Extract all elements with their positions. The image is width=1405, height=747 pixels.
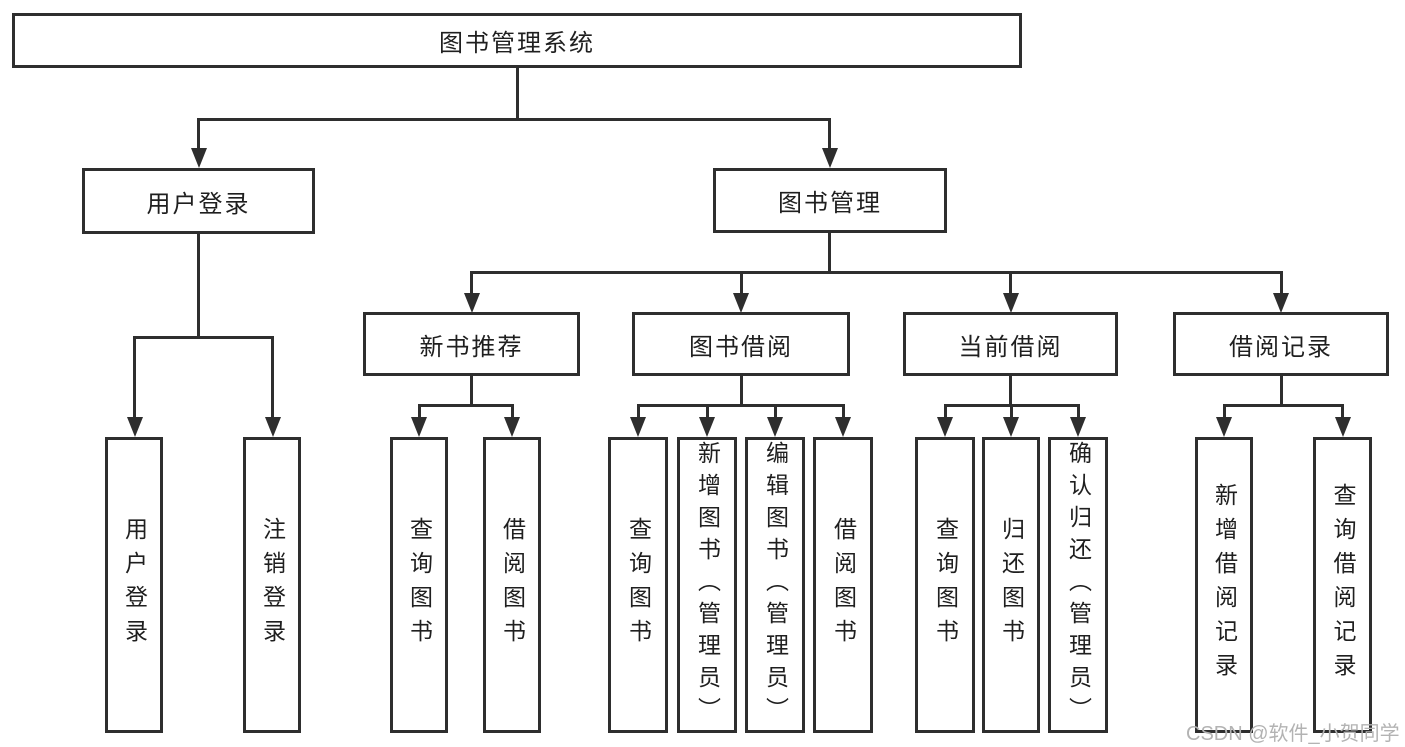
arrow-down-icon	[504, 417, 520, 437]
arrow-down-icon	[699, 417, 715, 437]
csdn-watermark: CSDN @软件_小贺同学	[1186, 723, 1400, 745]
connector-line	[133, 336, 136, 418]
node-label: 新书推荐	[419, 333, 524, 361]
node-label: 确认归还（管理员）	[1065, 441, 1092, 729]
arrow-down-icon	[630, 417, 646, 437]
node-label: 查询借阅记录	[1330, 483, 1356, 687]
connector-line	[417, 404, 421, 419]
connector-line	[1009, 376, 1012, 406]
arrow-down-icon	[411, 417, 427, 437]
arrow-down-icon	[821, 148, 838, 168]
node-query-books-current: 查询图书	[915, 437, 975, 733]
connector-line	[739, 376, 743, 406]
node-library-management-system: 图书管理系统	[12, 13, 1022, 68]
arrow-down-icon	[1003, 417, 1019, 437]
node-label: 查询图书	[406, 517, 433, 653]
node-label: 新增借阅记录	[1211, 483, 1238, 687]
connector-line	[197, 118, 200, 150]
connector-line	[1009, 271, 1012, 295]
node-label: 查询图书	[932, 517, 959, 653]
arrow-down-icon	[463, 293, 480, 313]
node-new-book-recommend: 新书推荐	[363, 312, 580, 376]
node-label: 注销登录	[259, 517, 286, 653]
node-query-books-borrow: 查询图书	[608, 437, 668, 733]
connector-line	[1279, 376, 1283, 406]
node-query-borrow-record: 查询借阅记录	[1313, 437, 1372, 733]
node-add-books-admin: 新增图书（管理员）	[677, 437, 737, 733]
node-user-login: 用户登录	[82, 168, 315, 234]
node-add-borrow-record: 新增借阅记录	[1195, 437, 1253, 733]
connector-line	[515, 68, 519, 121]
node-label: 查询图书	[625, 517, 652, 653]
node-label: 图书管理	[778, 190, 882, 217]
connector-line	[943, 404, 947, 419]
connector-line	[828, 232, 831, 273]
arrow-down-icon	[1273, 293, 1289, 313]
connector-line	[636, 404, 845, 407]
connector-line	[943, 404, 1080, 407]
connector-line	[197, 118, 831, 121]
arrow-down-icon	[1216, 417, 1232, 437]
node-label: 编辑图书（管理员）	[762, 441, 789, 729]
node-label: 借阅图书	[830, 517, 857, 653]
connector-line	[510, 404, 514, 419]
arrow-down-icon	[767, 417, 783, 437]
node-label: 新增图书（管理员）	[694, 441, 721, 729]
node-confirm-return-admin: 确认归还（管理员）	[1048, 437, 1108, 733]
node-borrowing-records: 借阅记录	[1173, 312, 1389, 376]
node-user-login-leaf: 用户登录	[105, 437, 163, 733]
arrow-down-icon	[937, 417, 953, 437]
connector-line	[1076, 404, 1080, 419]
connector-line	[470, 376, 473, 406]
connector-line	[1009, 404, 1013, 419]
node-borrow-books: 借阅图书	[813, 437, 873, 733]
node-query-books-recommend: 查询图书	[390, 437, 448, 733]
connector-line	[636, 404, 640, 419]
connector-line	[470, 271, 473, 295]
node-label: 归还图书	[998, 517, 1025, 653]
arrow-down-icon	[1334, 417, 1351, 437]
node-borrow-books-recommend: 借阅图书	[483, 437, 541, 733]
connector-line	[828, 118, 831, 150]
node-current-borrowing: 当前借阅	[903, 312, 1118, 376]
node-label: 用户登录	[121, 517, 148, 653]
arrow-down-icon	[1070, 417, 1086, 437]
connector-line	[417, 404, 514, 407]
connector-line	[705, 404, 709, 419]
connector-line	[197, 233, 200, 338]
connector-line	[739, 271, 743, 295]
connector-line	[841, 404, 845, 419]
node-label: 用户登录	[146, 190, 251, 218]
arrow-down-icon	[264, 417, 281, 437]
node-label: 借阅图书	[499, 517, 526, 653]
node-edit-books-admin: 编辑图书（管理员）	[745, 437, 805, 733]
connector-line	[1222, 404, 1344, 407]
node-label: 借阅记录	[1229, 333, 1333, 361]
connector-line	[1341, 404, 1344, 419]
connector-line	[1279, 271, 1283, 295]
node-label: 图书管理系统	[439, 30, 595, 57]
connector-line	[1222, 404, 1226, 419]
arrow-down-icon	[1002, 293, 1019, 313]
node-label: 当前借阅	[958, 333, 1063, 361]
arrow-down-icon	[733, 293, 749, 313]
arrow-down-icon	[190, 148, 207, 168]
connector-line	[133, 336, 274, 339]
node-book-borrowing: 图书借阅	[632, 312, 850, 376]
node-label: 图书借阅	[689, 333, 793, 361]
node-logout: 注销登录	[243, 437, 301, 733]
arrow-down-icon	[126, 417, 143, 437]
connector-line	[470, 271, 1282, 274]
node-book-management: 图书管理	[713, 168, 947, 233]
connector-line	[271, 336, 274, 418]
connector-line	[773, 404, 777, 419]
node-return-books: 归还图书	[982, 437, 1040, 733]
arrow-down-icon	[835, 417, 851, 437]
